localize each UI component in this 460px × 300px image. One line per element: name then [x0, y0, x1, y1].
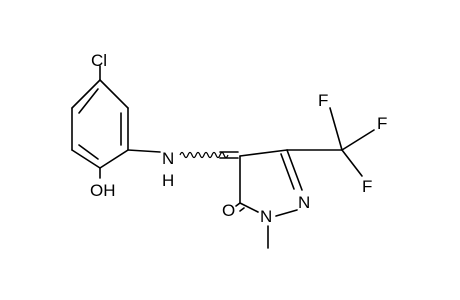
pyrazolone-ring: [239, 149, 303, 217]
bond-cf3-f-right: [341, 129, 375, 151]
bond-ring-double-2: [78, 144, 99, 160]
bond-ring-c1-c2: [99, 79, 129, 109]
bond-ring-nh: [127, 149, 161, 153]
carbonyl-o-label: O: [222, 201, 235, 220]
ring-n2-label: N: [298, 193, 310, 212]
bond-ring-c3-c4: [99, 149, 129, 169]
fluorine-top-right-label: F: [377, 114, 387, 133]
hydroxyl-label: OH: [90, 181, 116, 200]
amine-h-label: H: [162, 171, 174, 190]
bond-ring-c4-c5: [71, 149, 101, 169]
ring-n1-label: N: [260, 207, 272, 226]
bond-ring-c6-c1: [71, 79, 101, 109]
fluorine-top-left-label: F: [318, 91, 328, 110]
bond-c3-n2-double-b: [280, 153, 295, 190]
benzene-ring: [71, 79, 129, 169]
bond-carbonyl-b: [239, 207, 245, 212]
bond-c3-n2-double-a: [286, 149, 303, 191]
bond-n1-c5: [239, 202, 259, 213]
bond-n2-n1: [275, 209, 298, 217]
bond-c4-c3: [239, 149, 288, 157]
bond-ring-double-3: [78, 88, 99, 114]
amine-n-label: N: [162, 149, 174, 168]
wavy-bond: [179, 151, 229, 159]
chlorine-label: Cl: [91, 51, 107, 70]
fluorine-bottom-label: F: [362, 177, 372, 196]
bond-carbonyl-a: [235, 202, 241, 207]
bond-cf3-f-bottom: [341, 149, 363, 177]
bond-cf3-f-top: [329, 107, 343, 151]
